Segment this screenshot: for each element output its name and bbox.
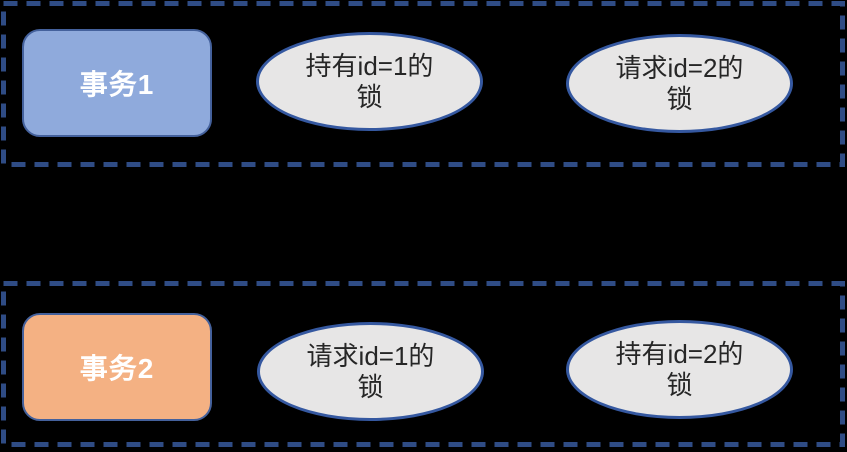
dashed-border-rect [1,281,845,447]
lock-label-line2: 锁 [357,371,384,402]
transaction1-boundary: 事务1 持有id=1的 锁 请求id=2的 锁 [1,1,845,167]
lock-label-holds-id1: 持有id=1的 锁 [306,51,434,111]
transaction2-box: 事务2 [22,313,212,421]
lock-label-line1: 持有id=1的 [305,51,434,82]
transaction2-label: 事务2 [79,353,155,384]
lock-label-line2: 锁 [666,369,693,400]
lock-ellipse-requests-id1: 请求id=1的 锁 [257,322,484,421]
dashed-border-rect [1,1,845,167]
lock-label-requests-id2: 请求id=2的 锁 [616,53,744,113]
lock-ellipse-holds-id2: 持有id=2的 锁 [566,320,793,419]
transaction1-box: 事务1 [22,29,212,137]
lock-label-line1: 持有id=2的 [615,339,744,370]
lock-label-line1: 请求id=2的 [615,53,744,84]
lock-label-line2: 锁 [356,81,383,112]
lock-ellipse-requests-id2: 请求id=2的 锁 [566,34,793,133]
transaction1-label: 事务1 [79,69,155,100]
lock-ellipse-holds-id1: 持有id=1的 锁 [256,32,483,131]
lock-label-line2: 锁 [666,83,693,114]
lock-label-requests-id1: 请求id=1的 锁 [307,341,435,401]
lock-label-holds-id2: 持有id=2的 锁 [616,339,744,399]
transaction2-boundary: 事务2 请求id=1的 锁 持有id=2的 锁 [1,281,845,447]
lock-label-line1: 请求id=1的 [306,341,435,372]
